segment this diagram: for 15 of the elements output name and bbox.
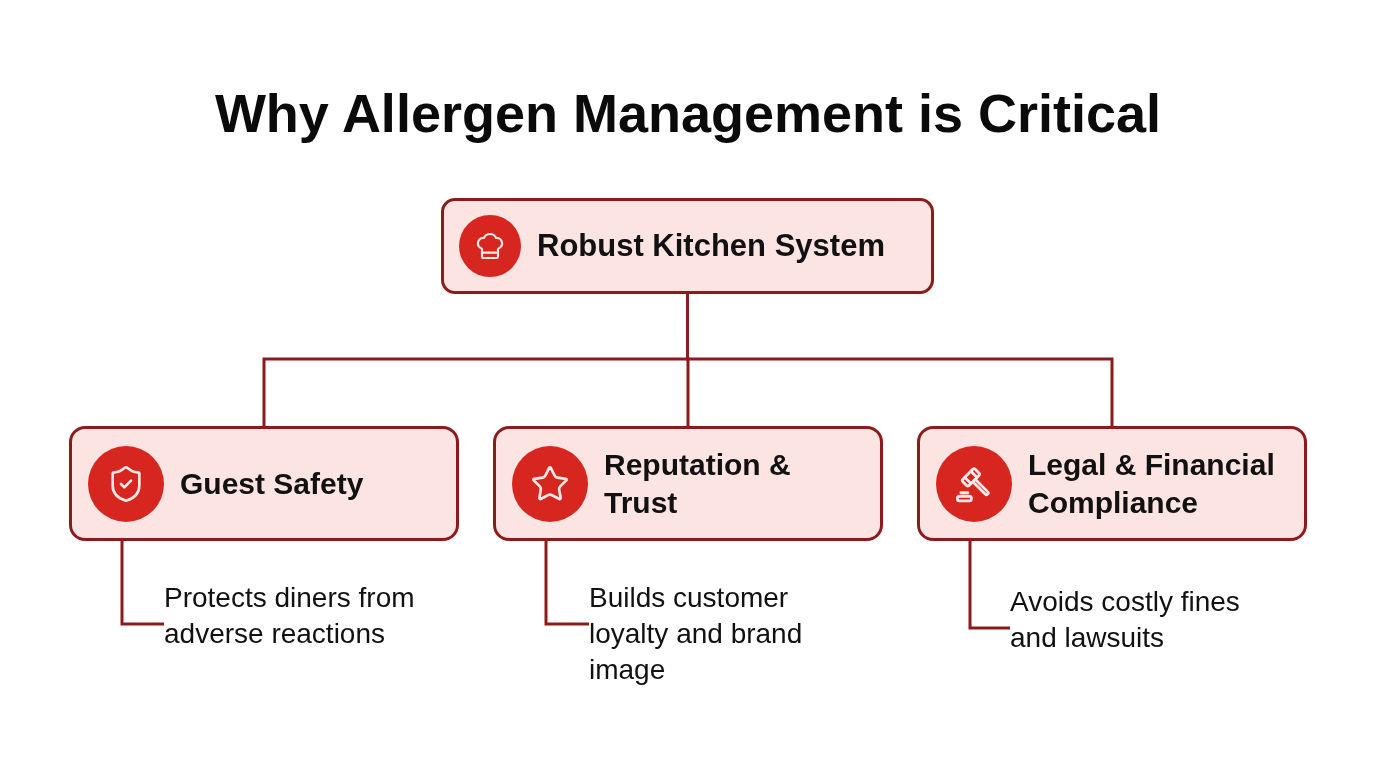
description-text: Avoids costly fines and lawsuits — [1010, 584, 1270, 656]
leader-line — [120, 541, 164, 626]
category-card — [917, 426, 1307, 541]
root-box — [441, 198, 934, 294]
diagram-title: Why Allergen Management is Critical — [214, 82, 1162, 144]
card-title: Guest Safety — [180, 465, 364, 502]
description-text: Protects diners from adverse reactions — [164, 580, 454, 652]
category-card — [69, 426, 459, 541]
leader-line — [544, 541, 589, 626]
card-title: Legal & Financial Compliance — [1028, 446, 1276, 521]
leader-line — [968, 541, 1010, 630]
root-title: Robust Kitchen System — [537, 227, 885, 265]
category-card — [493, 426, 883, 541]
description-text: Builds customer loyalty and brand image — [589, 580, 829, 688]
card-title: Reputation & Trust — [604, 446, 792, 521]
